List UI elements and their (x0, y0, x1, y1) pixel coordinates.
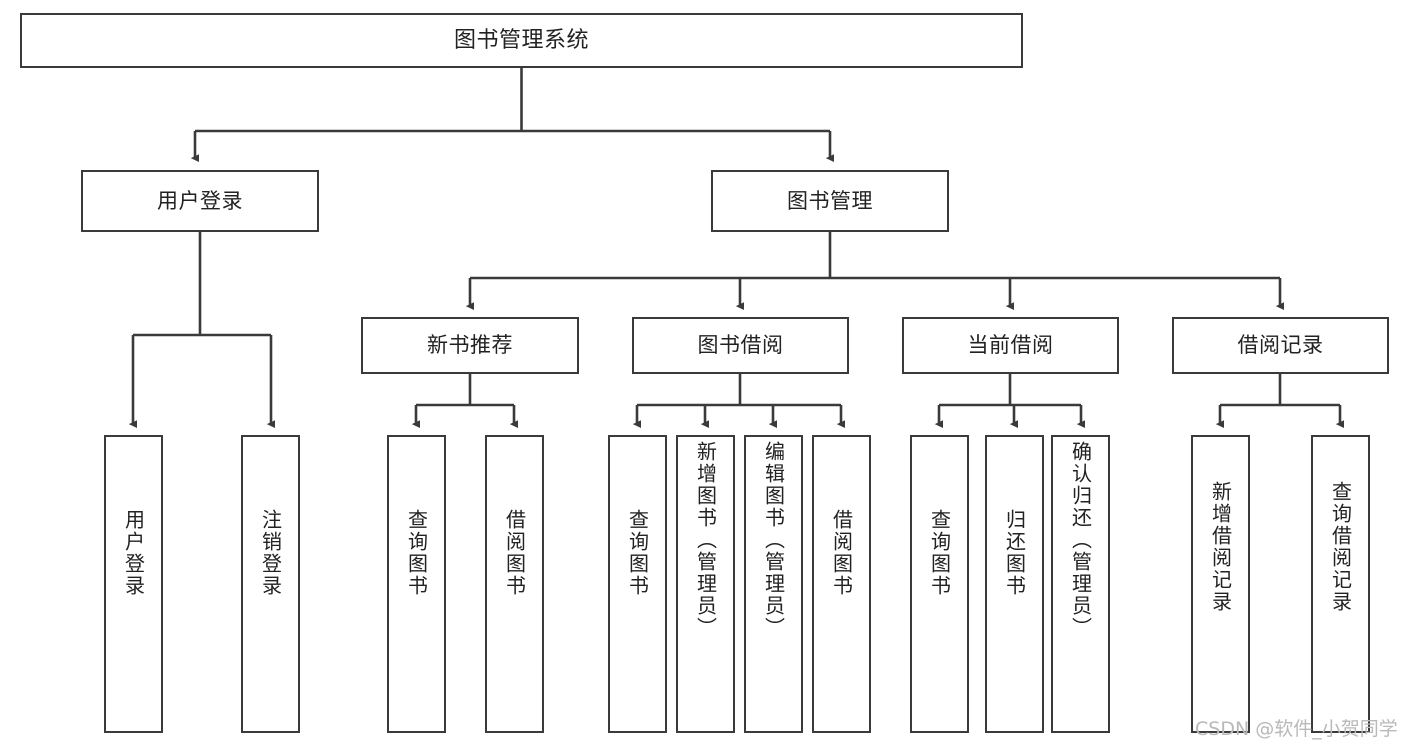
node-label: 新书推荐 (427, 333, 513, 358)
leaf-query-book-recommend[interactable]: 查询图书 (387, 435, 446, 733)
leaf-add-book-admin[interactable]: 新增图书（管理员） (676, 435, 735, 733)
node-user-login[interactable]: 用户登录 (81, 170, 319, 232)
node-label: 用户登录 (121, 509, 146, 597)
node-label: 查询图书 (404, 509, 429, 597)
node-label: 查询图书 (625, 509, 650, 597)
leaf-return-book[interactable]: 归还图书 (985, 435, 1044, 733)
node-book-management[interactable]: 图书管理 (711, 170, 949, 232)
node-label: 借阅图书 (829, 509, 854, 597)
leaf-confirm-return-admin[interactable]: 确认归还（管理员） (1051, 435, 1110, 733)
leaf-query-book-current[interactable]: 查询图书 (910, 435, 969, 733)
node-current-borrow[interactable]: 当前借阅 (902, 317, 1119, 374)
node-label: 确认归还（管理员） (1068, 441, 1093, 639)
node-label: 编辑图书（管理员） (761, 441, 786, 639)
leaf-user-login[interactable]: 用户登录 (104, 435, 163, 733)
watermark-credit: CSDN @软件_小贺同学 (1195, 718, 1398, 740)
leaf-borrow-book[interactable]: 借阅图书 (812, 435, 871, 733)
node-label: 查询图书 (927, 509, 952, 597)
node-label: 当前借阅 (967, 333, 1054, 358)
node-label: 用户登录 (157, 188, 243, 213)
leaf-query-borrow-record[interactable]: 查询借阅记录 (1311, 435, 1370, 733)
node-root-system[interactable]: 图书管理系统 (20, 13, 1023, 68)
leaf-add-borrow-record[interactable]: 新增借阅记录 (1191, 435, 1250, 733)
node-label: 图书管理 (787, 188, 873, 213)
node-label: 图书借阅 (697, 333, 784, 358)
node-label: 图书管理系统 (453, 27, 589, 53)
node-label: 借阅记录 (1237, 333, 1324, 358)
node-new-book-recommend[interactable]: 新书推荐 (361, 317, 579, 374)
node-label: 归还图书 (1002, 509, 1027, 597)
node-book-borrow[interactable]: 图书借阅 (632, 317, 849, 374)
node-label: 新增借阅记录 (1208, 481, 1233, 613)
node-borrow-record[interactable]: 借阅记录 (1172, 317, 1389, 374)
leaf-logout[interactable]: 注销登录 (241, 435, 300, 733)
node-label: 借阅图书 (502, 509, 527, 597)
leaf-borrow-book-recommend[interactable]: 借阅图书 (485, 435, 544, 733)
leaf-edit-book-admin[interactable]: 编辑图书（管理员） (744, 435, 803, 733)
node-label: 新增图书（管理员） (693, 441, 718, 639)
node-label: 查询借阅记录 (1328, 481, 1353, 613)
node-label: 注销登录 (258, 509, 283, 597)
leaf-query-book-borrow[interactable]: 查询图书 (608, 435, 667, 733)
